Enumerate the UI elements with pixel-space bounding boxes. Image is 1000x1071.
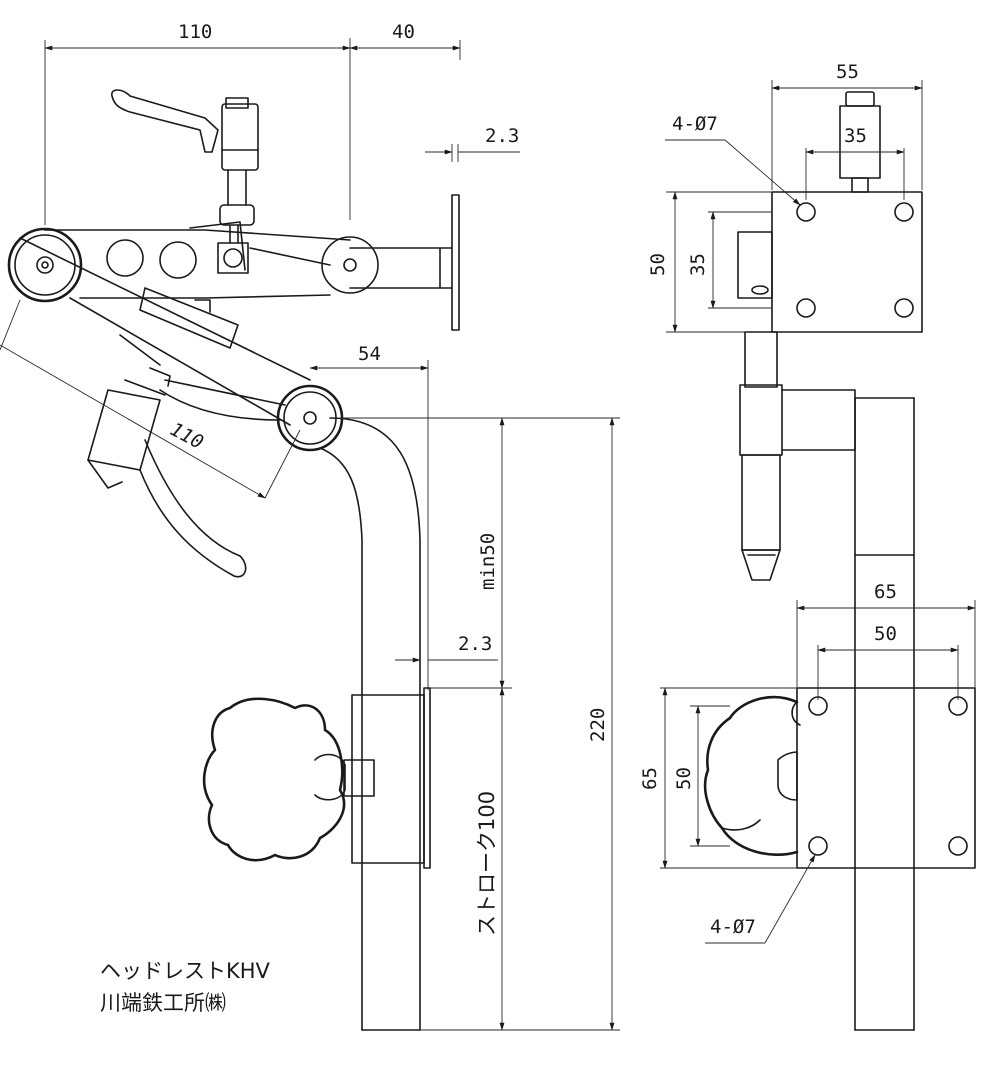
dim-side-bottom-inner-height: 50 [673,767,695,790]
height-dimension-lines [340,417,620,1031]
side-top-height-lines [666,191,772,333]
dim-side-top-inner: 35 [844,125,867,147]
side-knob [703,695,801,856]
dim-stroke: ストローク100 [475,791,499,936]
dim-plate-thickness-top: 2.3 [485,125,519,147]
top-clamp-lever [111,89,259,274]
dim-pivot-offset: 54 [358,343,381,365]
dim-plate-thickness-mid: 2.3 [458,633,492,655]
side-top-holes-leader [665,139,801,206]
curved-post [319,417,421,1031]
dim-side-bottom-holes: 4-Ø7 [710,916,756,938]
dim-side-top-holes: 4-Ø7 [672,113,718,135]
side-bottom-width-lines [796,600,976,690]
top-dimension-lines [44,38,461,225]
dim-side-bottom-width: 65 [874,581,897,603]
top-beam [44,221,351,299]
side-view-top: 55 35 4-Ø7 [647,61,923,1031]
side-top-plate [737,191,923,333]
dim-side-top-height: 50 [647,253,669,276]
maker-name: 川端鉄工所㈱ [100,991,226,1015]
side-top-width-lines [771,80,923,190]
slider-block [343,687,431,869]
dim-arm-length: 110 [166,418,207,454]
dim-side-bottom-inner: 50 [874,623,897,645]
side-view-bottom: 65 50 [639,581,976,944]
side-bottom-holes-leader [705,854,816,944]
wall-plate-top [349,194,460,331]
left-roller [7,227,83,303]
front-view: 110 40 2.3 [0,21,620,1031]
dim-side-top-inner-height: 35 [687,253,709,276]
dim-min-height: min50 [477,533,499,590]
side-clamp-body [739,331,856,581]
dim-top-offset: 40 [392,21,415,43]
side-bottom-inner-lines [817,645,959,700]
side-bottom-height-lines [660,687,797,869]
pivot-offset-lines [309,360,429,690]
product-name: ヘッドレストKHV [100,959,271,983]
arm-dimension-lines [0,299,301,499]
side-bottom-plate [796,687,976,869]
plate-thickness-top-lines [425,144,520,162]
adjustment-knob [202,697,346,862]
angled-arm [19,237,311,426]
dim-total-height: 220 [587,708,609,742]
side-post [854,397,915,1031]
dim-side-bottom-height: 65 [639,767,661,790]
right-pivot-roller [321,236,379,294]
dim-top-width: 110 [178,21,212,43]
dim-side-top-width: 55 [836,61,859,83]
lower-clamp-lever [87,367,286,578]
